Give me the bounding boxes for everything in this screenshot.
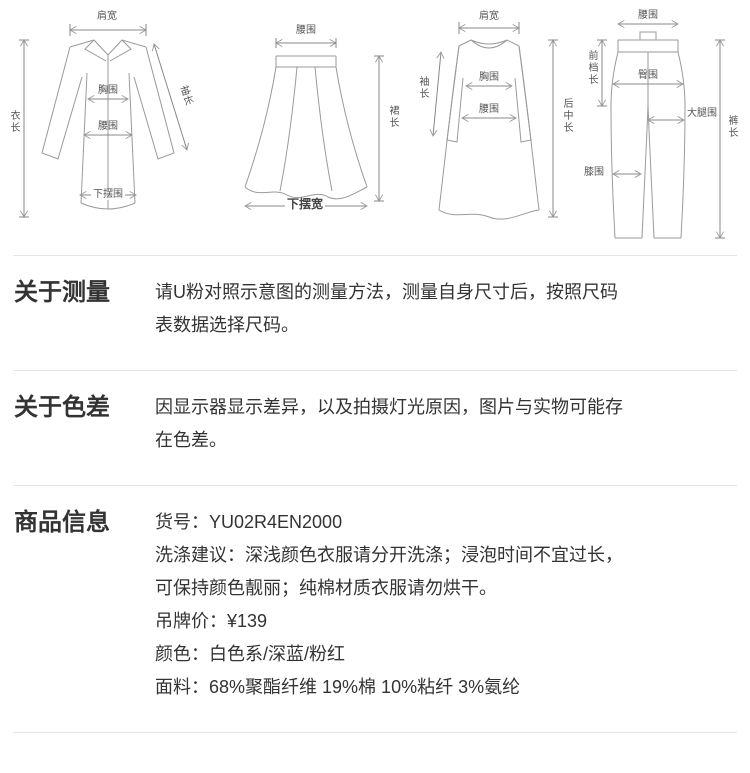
product-color-text: 颜色：白色系/深蓝/粉红 [155,644,346,664]
shirt-bust-label: 胸围 [98,85,118,96]
dress-waist-label: 腰围 [479,104,499,115]
section-color-difference: 关于色差 因显示器显示差异，以及拍摄灯光原因，图片与实物可能存在色差。 [13,370,737,485]
pants-hip-label: 臀围 [638,70,658,81]
product-sku-text: 货号：YU02R4EN2000 [155,512,343,532]
pants-illustration-icon [597,20,725,239]
skirt-illustration-icon [244,38,384,210]
product-tag-price-text: 吊牌价：¥139 [155,611,268,631]
color-difference-text: 因显示器显示差异，以及拍摄灯光原因，图片与实物可能存在色差。 [155,397,623,450]
pants-front-rise-label: 前档长 [586,50,597,86]
dress-shoulder-label: 肩宽 [479,11,499,22]
section-measurement-title: 关于测量 [14,279,110,306]
size-measure-diagrams: 肩宽 衣长 袖长 胸围 腰围 下摆围 腰围 裙长 下摆宽 [0,0,750,247]
pants-length-label: 裤长 [726,115,737,139]
section-product-info-body: 货号：YU02R4EN2000 洗涤建议：深浅颜色衣服请分开洗涤；浸泡时间不宜过… [155,506,631,704]
product-wash-advice-text: 洗涤建议：深浅颜色衣服请分开洗涤；浸泡时间不宜过长，可保持颜色靓丽；纯棉材质衣服… [155,545,623,598]
dress-back-length-label: 后中长 [561,98,572,134]
shirt-diagram: 肩宽 衣长 袖长 胸围 腰围 下摆围 [8,10,218,247]
section-product-info: 商品信息 货号：YU02R4EN2000 洗涤建议：深浅颜色衣服请分开洗涤；浸泡… [13,485,737,732]
section-color-difference-title: 关于色差 [14,394,110,421]
section-measurement: 关于测量 请U粉对照示意图的测量方法，测量自身尺寸后，按照尺码表数据选择尺码。 [13,255,737,370]
dress-sleeve-label: 袖长 [417,76,428,100]
pants-knee-label: 膝围 [584,167,604,178]
info-sections: 关于测量 请U粉对照示意图的测量方法，测量自身尺寸后，按照尺码表数据选择尺码。 … [13,255,737,733]
section-color-difference-body: 因显示器显示差异，以及拍摄灯光原因，图片与实物可能存在色差。 [155,391,631,457]
skirt-length-label: 裙长 [387,105,398,129]
section-measurement-body: 请U粉对照示意图的测量方法，测量自身尺寸后，按照尺码表数据选择尺码。 [155,276,631,342]
skirt-hem-width-label: 下摆宽 [285,197,326,212]
shirt-illustration-icon [19,24,190,218]
measurement-text: 请U粉对照示意图的测量方法，测量自身尺寸后，按照尺码表数据选择尺码。 [155,282,618,335]
dress-diagram: 肩宽 袖长 胸围 腰围 后中长 [409,10,579,247]
shirt-length-label: 衣长 [8,110,19,134]
product-fabric-text: 面料：68%聚酯纤维 19%棉 10%粘纤 3%氨纶 [155,677,521,697]
skirt-waist-label: 腰围 [296,25,316,36]
shirt-shoulder-label: 肩宽 [97,11,117,22]
shirt-hem-label: 下摆围 [91,189,125,200]
dress-illustration-icon [429,22,558,220]
skirt-diagram: 腰围 裙长 下摆宽 [221,10,406,247]
dress-bust-label: 胸围 [479,72,499,83]
section-product-info-title: 商品信息 [14,509,110,536]
pants-thigh-label: 大腿围 [687,108,717,119]
bottom-divider [13,732,737,733]
shirt-waist-label: 腰围 [98,121,118,132]
pants-waist-label: 腰围 [638,10,658,21]
pants-diagram: 腰围 前档长 臀围 大腿围 膝围 裤长 [582,10,742,247]
